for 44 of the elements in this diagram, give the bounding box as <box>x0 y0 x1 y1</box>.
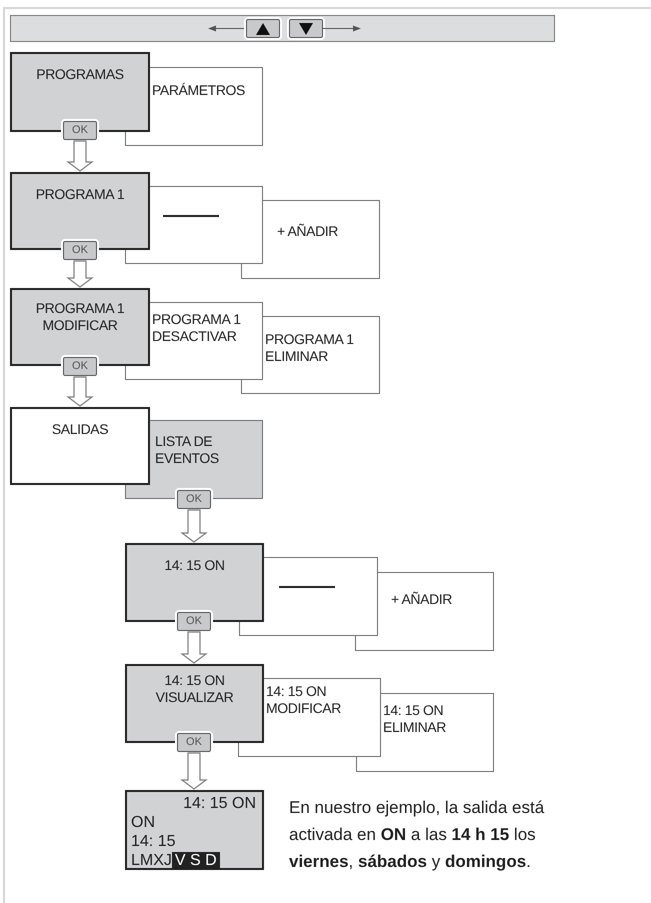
down-arrow <box>180 752 208 790</box>
note-text: En nuestro ejemplo, la salida está activada en ON a las 14 h 15 los viernes, sábados y domingos. <box>289 797 546 873</box>
screen-text: PROGRAMA 1 ELIMINAR <box>265 331 355 365</box>
screen-text: + AÑADIR <box>391 591 453 608</box>
menu-screen <box>263 316 380 394</box>
ok-key: OK <box>177 490 211 509</box>
screen-text: PROGRAMAS <box>36 66 124 83</box>
screen-text: PARÁMETROS <box>152 82 246 99</box>
menu-screen <box>10 407 150 485</box>
inverted-day-label: V S D <box>172 852 220 869</box>
screen-text: PROGRAMA 1 MODIFICAR <box>34 300 126 334</box>
ok-key: OK <box>63 241 97 260</box>
screen-text: + AÑADIR <box>277 223 339 240</box>
screen-text: 14: 15 ON ELIMINAR <box>383 702 447 736</box>
screen-text: LMXJ <box>131 851 172 870</box>
menu-screen <box>150 67 263 146</box>
menu-screen <box>381 693 494 772</box>
menu-screen <box>150 302 263 380</box>
screen-text: PROGRAMA 1 <box>36 186 124 203</box>
display-screen <box>125 790 264 870</box>
screen-text: LISTA DE EVENTOS <box>155 433 220 467</box>
screen-text: 14: 15 ON <box>183 794 257 813</box>
menu-screen <box>264 678 381 757</box>
screen-text: 14: 15 ON <box>164 557 225 574</box>
ok-key: OK <box>177 612 211 631</box>
screen-text: ON <box>131 813 155 832</box>
screen-text: 14: 15 ON MODIFICAR <box>266 683 342 717</box>
down-arrow <box>66 376 94 407</box>
menu-screen <box>150 186 263 264</box>
down-arrow <box>66 140 94 172</box>
menu-screen <box>264 557 378 636</box>
ok-key: OK <box>63 121 97 140</box>
screen-text: PROGRAMA 1 DESACTIVAR <box>152 311 242 345</box>
screen-text: 14: 15 <box>131 832 176 851</box>
screen-text: 14: 15 ON VISUALIZAR <box>154 672 234 706</box>
screen-text: SALIDAS <box>52 421 108 438</box>
menu-screen <box>378 572 494 651</box>
down-arrow <box>180 631 208 664</box>
menu-screen <box>263 200 380 279</box>
selected-screen <box>10 52 150 132</box>
down-arrow <box>66 260 94 288</box>
down-arrow <box>180 509 208 543</box>
ok-key: OK <box>177 733 211 752</box>
ok-key: OK <box>63 357 97 376</box>
